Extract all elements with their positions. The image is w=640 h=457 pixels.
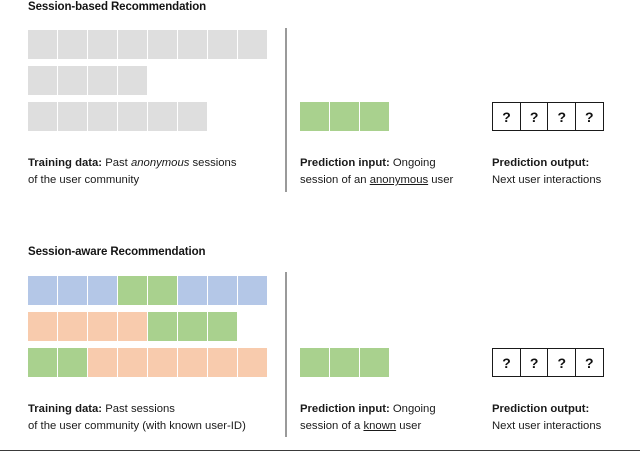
prediction-input-sequence: [300, 102, 389, 131]
sequence-cell-green: [330, 102, 359, 131]
sequence-cell-orange: [88, 348, 117, 377]
sequence-cell-gray: [58, 66, 87, 95]
question-mark-box: ?: [492, 102, 521, 131]
caption-underline: known: [363, 420, 397, 432]
sequence-cell-gray: [28, 66, 57, 95]
sequence-cell-green: [178, 312, 207, 341]
sequence-cell-green: [148, 276, 177, 305]
sequence-cell-green: [300, 348, 329, 377]
caption-line2: Next user interactions: [492, 174, 602, 186]
sequence-cell-gray: [148, 102, 177, 131]
caption-text: Past: [102, 157, 131, 169]
sequence-cell-gray: [118, 66, 147, 95]
question-mark-box: ?: [574, 348, 604, 377]
sequence-cell-orange: [148, 348, 177, 377]
sequence-cell-blue: [178, 276, 207, 305]
sequence-cell-green: [360, 348, 389, 377]
sequence-cell-blue: [208, 276, 237, 305]
training-sequence-row: [28, 312, 237, 341]
caption-text: Ongoing: [389, 157, 436, 169]
training-data-caption-top: Training data: Past anonymous sessions o…: [28, 155, 278, 189]
question-mark-box: ?: [574, 102, 604, 131]
caption-lead: Training data:: [28, 157, 103, 169]
sequence-cell-gray: [58, 30, 87, 59]
caption-line2: of the user community (with known user-I…: [28, 420, 246, 432]
sequence-cell-gray: [148, 30, 177, 59]
vertical-divider: [285, 28, 287, 192]
sequence-cell-orange: [118, 312, 147, 341]
caption-line2: of the user community: [28, 174, 140, 186]
sequence-cell-green: [58, 348, 87, 377]
caption-lead: Prediction input:: [300, 403, 390, 415]
prediction-output-boxes: ????: [492, 348, 604, 377]
sequence-cell-green: [300, 102, 329, 131]
sequence-cell-gray: [88, 66, 117, 95]
question-mark-box: ?: [547, 102, 577, 131]
section-title-session-based: Session-based Recommendation: [28, 1, 207, 13]
training-data-caption-bottom: Training data: Past sessions of the user…: [28, 401, 288, 435]
training-sequence-row: [28, 30, 267, 59]
sequence-cell-blue: [88, 276, 117, 305]
caption-line2: Next user interactions: [492, 420, 602, 432]
sequence-cell-orange: [118, 348, 147, 377]
question-mark-box: ?: [547, 348, 577, 377]
sequence-cell-green: [148, 312, 177, 341]
sequence-cell-gray: [118, 102, 147, 131]
sequence-cell-green: [28, 348, 57, 377]
sequence-cell-gray: [178, 102, 207, 131]
sequence-cell-gray: [238, 30, 267, 59]
sequence-cell-gray: [28, 102, 57, 131]
sequence-cell-gray: [88, 30, 117, 59]
sequence-cell-orange: [88, 312, 117, 341]
section-title-session-aware: Session-aware Recommendation: [28, 246, 206, 258]
training-sequence-row: [28, 66, 147, 95]
sequence-cell-orange: [28, 312, 57, 341]
caption-text: Past sessions: [102, 403, 175, 415]
training-sequence-row: [28, 102, 207, 131]
prediction-input-sequence: [300, 348, 389, 377]
sequence-cell-orange: [238, 348, 267, 377]
sequence-cell-green: [330, 348, 359, 377]
question-mark-box: ?: [492, 348, 521, 377]
sequence-cell-orange: [208, 348, 237, 377]
prediction-input-caption-top: Prediction input: Ongoing session of an …: [300, 155, 485, 189]
sequence-cell-blue: [28, 276, 57, 305]
sequence-cell-gray: [28, 30, 57, 59]
sequence-cell-gray: [178, 30, 207, 59]
caption-text: user: [396, 420, 422, 432]
sequence-cell-gray: [58, 102, 87, 131]
training-sequence-row: [28, 348, 267, 377]
sequence-cell-green: [360, 102, 389, 131]
vertical-divider: [285, 272, 287, 437]
sequence-cell-green: [208, 312, 237, 341]
sequence-cell-gray: [88, 102, 117, 131]
sequence-cell-orange: [178, 348, 207, 377]
prediction-output-boxes: ????: [492, 102, 604, 131]
caption-underline: anonymous: [369, 174, 429, 186]
sequence-cell-gray: [208, 30, 237, 59]
caption-lead: Prediction output:: [492, 403, 590, 415]
caption-text: user: [428, 174, 454, 186]
caption-lead: Training data:: [28, 403, 103, 415]
prediction-output-caption-top: Prediction output: Next user interaction…: [492, 155, 640, 189]
sequence-cell-blue: [238, 276, 267, 305]
caption-italic: anonymous: [130, 157, 190, 169]
sequence-cell-green: [118, 276, 147, 305]
sequence-cell-gray: [118, 30, 147, 59]
caption-text: Ongoing: [389, 403, 436, 415]
bottom-rule: [0, 450, 640, 452]
prediction-input-caption-bottom: Prediction input: Ongoing session of a k…: [300, 401, 485, 435]
training-sequence-row: [28, 276, 267, 305]
caption-lead: Prediction input:: [300, 157, 390, 169]
caption-text: sessions: [189, 157, 237, 169]
prediction-output-caption-bottom: Prediction output: Next user interaction…: [492, 401, 640, 435]
question-mark-box: ?: [519, 348, 549, 377]
sequence-cell-orange: [58, 312, 87, 341]
caption-text: session of an: [300, 174, 370, 186]
caption-lead: Prediction output:: [492, 157, 590, 169]
question-mark-box: ?: [519, 102, 549, 131]
sequence-cell-blue: [58, 276, 87, 305]
caption-text: session of a: [300, 420, 364, 432]
